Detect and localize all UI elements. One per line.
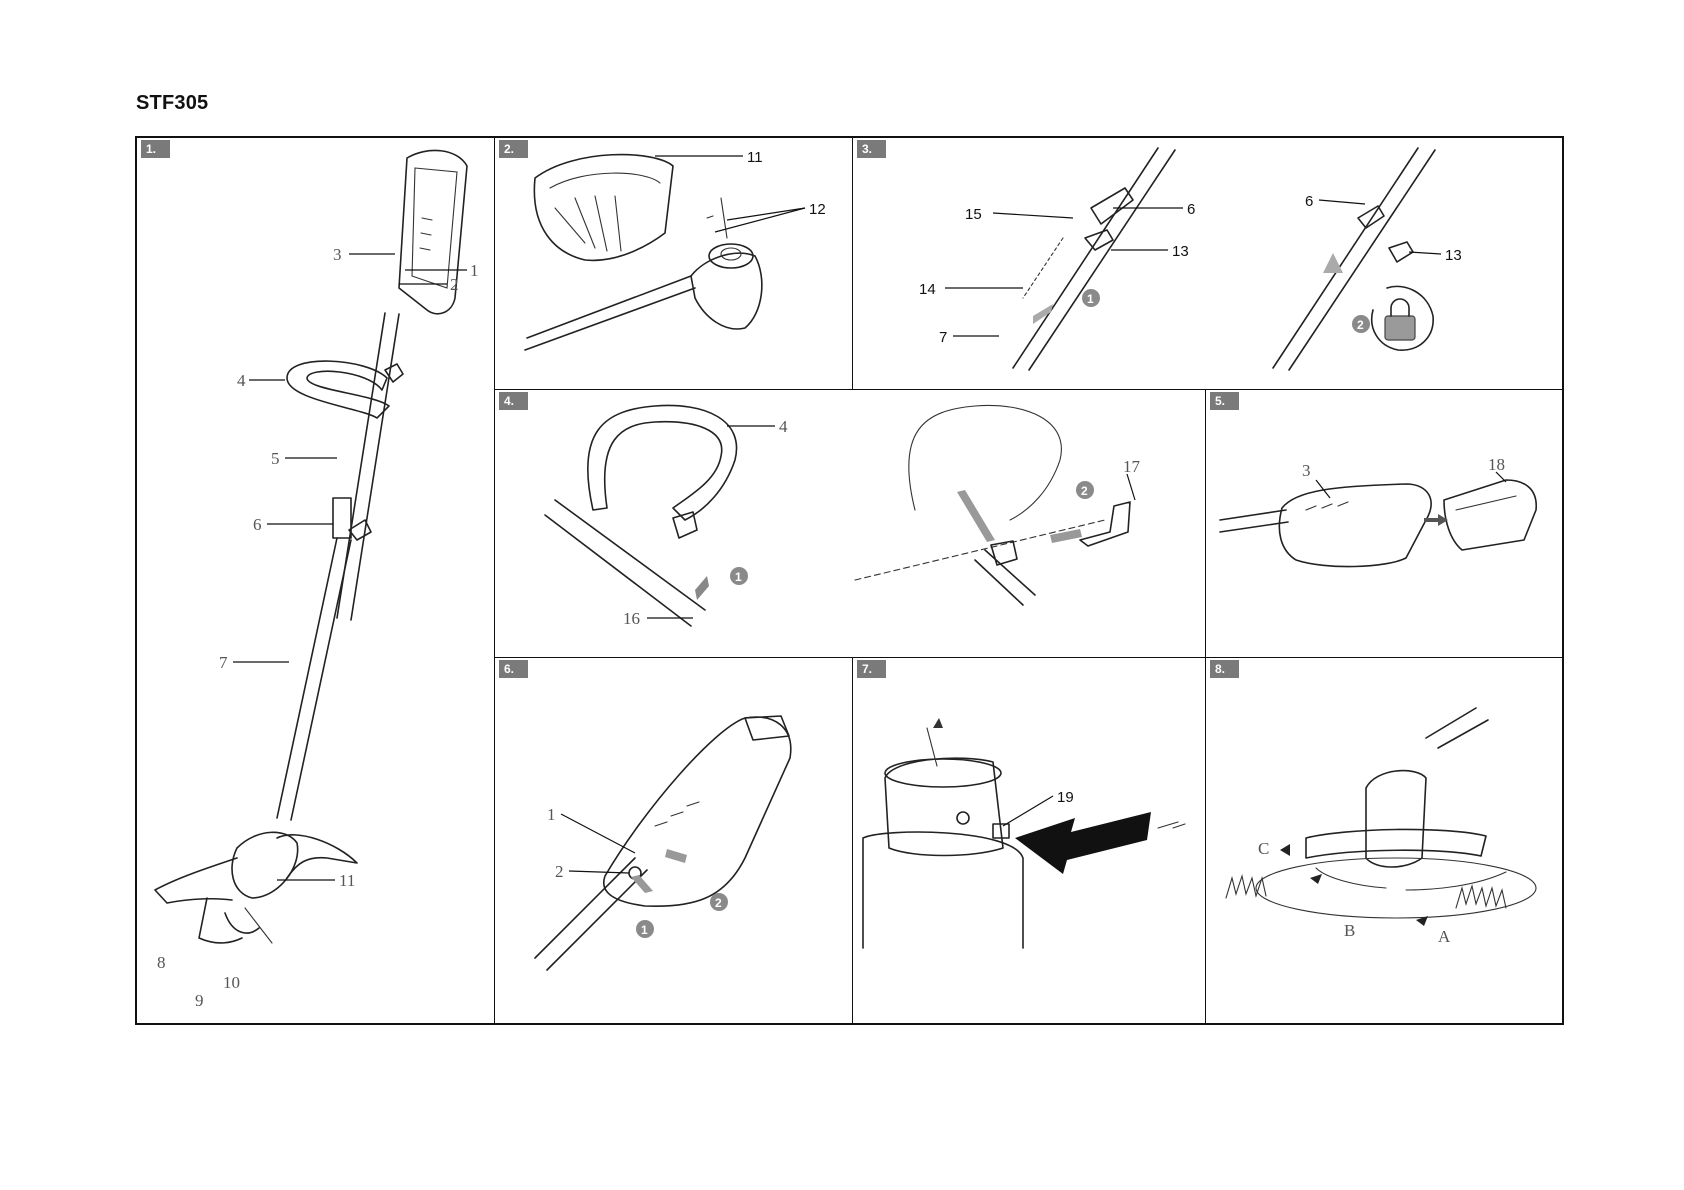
panel-5: 5. 3 18 bbox=[1206, 390, 1564, 658]
step-2: 2 bbox=[1081, 484, 1088, 498]
callout-11: 11 bbox=[339, 871, 355, 890]
panel-2: 2. 11 12 bbox=[495, 138, 853, 390]
callout-14: 14 bbox=[919, 281, 936, 298]
callout-2: 2 bbox=[555, 862, 564, 881]
callout-12: 12 bbox=[809, 201, 826, 218]
callout-4: 4 bbox=[779, 417, 788, 436]
panel-7: 7. 19 bbox=[853, 658, 1206, 1025]
callout-C: C bbox=[1258, 839, 1269, 858]
step-2: 2 bbox=[715, 896, 722, 910]
assist-handle-drawing: 1 2 4 16 17 bbox=[544, 404, 1141, 628]
figure-frame: 1. 3 1 2 4 bbox=[135, 136, 1564, 1025]
callout-13b: 13 bbox=[1445, 247, 1462, 264]
callout-B: B bbox=[1344, 921, 1355, 940]
panel-6: 6. 1 2 1 2 bbox=[495, 658, 853, 1025]
panel-1: 1. 3 1 2 4 bbox=[137, 138, 495, 1025]
callout-19: 19 bbox=[1057, 789, 1074, 806]
callout-10: 10 bbox=[223, 973, 240, 992]
panel-8: 8. C B A bbox=[1206, 658, 1564, 1025]
step-1: 1 bbox=[735, 570, 742, 584]
callout-6: 6 bbox=[1187, 201, 1195, 218]
callout-6b: 6 bbox=[1305, 193, 1313, 210]
panel-3: 3. 1 2 15 6 13 14 7 bbox=[853, 138, 1564, 390]
line-feed-drawing: 19 bbox=[862, 718, 1186, 949]
panel-tag: 1. bbox=[141, 140, 171, 158]
guard-assembly-drawing: 11 12 bbox=[524, 149, 826, 351]
callout-17: 17 bbox=[1123, 457, 1141, 476]
callout-11: 11 bbox=[747, 149, 763, 166]
panel-tag: 2. bbox=[499, 140, 529, 158]
callout-1: 1 bbox=[547, 805, 556, 824]
callout-A: A bbox=[1438, 927, 1451, 946]
battery-insertion-drawing: 3 18 bbox=[1219, 455, 1537, 568]
callout-6: 6 bbox=[253, 515, 262, 534]
trimmer-overview-drawing: 3 1 2 4 5 6 7 11 8 9 10 bbox=[154, 149, 479, 1010]
callout-3: 3 bbox=[1302, 461, 1311, 480]
callout-5: 5 bbox=[271, 449, 280, 468]
panel-tag: 5. bbox=[1210, 392, 1240, 410]
padlock-icon bbox=[1371, 285, 1434, 351]
callout-7: 7 bbox=[939, 329, 947, 346]
panel-tag: 8. bbox=[1210, 660, 1240, 678]
page-title: STF305 bbox=[136, 92, 209, 114]
callout-4: 4 bbox=[237, 371, 246, 390]
callout-18: 18 bbox=[1488, 455, 1505, 474]
panel-tag: 4. bbox=[499, 392, 529, 410]
callout-13: 13 bbox=[1172, 243, 1189, 260]
step-1: 1 bbox=[641, 923, 648, 937]
shaft-connection-drawing: 1 2 15 6 13 14 7 6 13 bbox=[919, 147, 1462, 371]
callout-7: 7 bbox=[219, 653, 228, 672]
callout-9: 9 bbox=[195, 991, 204, 1010]
panel-4: 4. 1 2 4 16 17 bbox=[495, 390, 1206, 658]
callout-15: 15 bbox=[965, 206, 982, 223]
cutting-technique-drawing: C B A bbox=[1225, 707, 1537, 946]
panel-tag: 3. bbox=[857, 140, 887, 158]
callout-16: 16 bbox=[623, 609, 640, 628]
step-1: 1 bbox=[1087, 292, 1094, 306]
panel-tag: 6. bbox=[499, 660, 529, 678]
panel-tag: 7. bbox=[857, 660, 887, 678]
switch-operation-drawing: 1 2 1 2 bbox=[534, 715, 792, 971]
callout-8: 8 bbox=[157, 953, 166, 972]
callout-1: 1 bbox=[470, 261, 479, 280]
callout-3: 3 bbox=[333, 245, 342, 264]
step-2: 2 bbox=[1357, 318, 1364, 332]
step-arrow-icon bbox=[1033, 304, 1053, 324]
callout-2: 2 bbox=[450, 275, 459, 294]
